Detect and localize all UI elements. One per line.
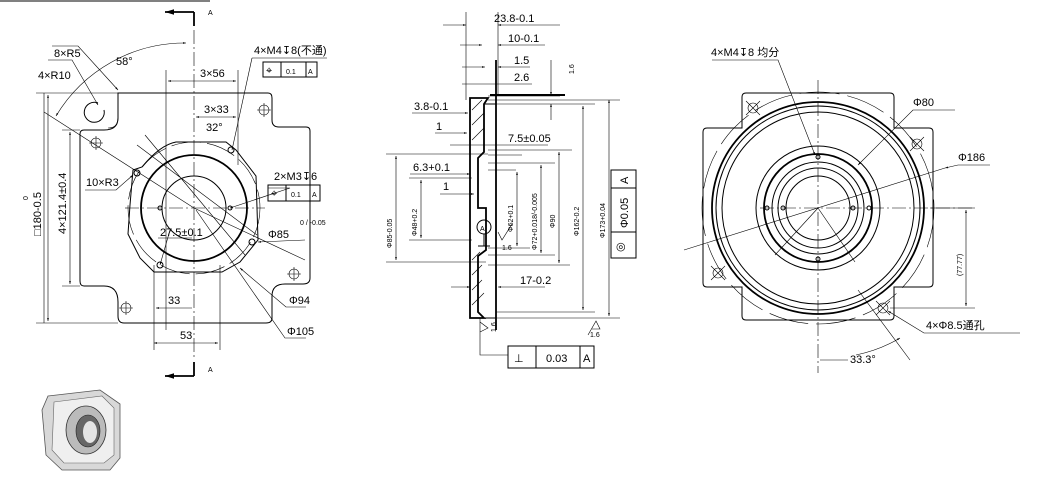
m4-hole-label: 4×M4↧8 均分 bbox=[711, 46, 779, 59]
roughness-2: 1.6 bbox=[491, 322, 498, 332]
dim53-label: 53 bbox=[180, 330, 192, 342]
d38-label: 3.8-0.1 bbox=[414, 101, 448, 113]
datum-a-marker: A bbox=[476, 219, 492, 247]
angle58-label: 58° bbox=[116, 56, 133, 68]
datum-ref: A bbox=[312, 192, 317, 199]
perpendicularity-symbol: ⊥ bbox=[514, 353, 524, 365]
dia48-label: Φ48+0.2 bbox=[412, 209, 419, 236]
d26-label: 2.6 bbox=[514, 72, 529, 84]
angle32-label: 32° bbox=[206, 122, 223, 134]
perpendicularity-tolerance-frame: ⊥ 0.03 A bbox=[507, 345, 595, 369]
datum-ref: A bbox=[583, 353, 591, 365]
section-view: 23.8-0.1 10-0.1 1.5 1.6 2.6 3.8-0.1 1 7.… bbox=[386, 12, 637, 369]
isometric-thumbnail bbox=[41, 389, 121, 471]
dia72-label: Φ72+0.018/-0.005 bbox=[532, 193, 539, 250]
d75-label: 7.5±0.05 bbox=[508, 133, 551, 145]
tolerance-value: Φ0.05 bbox=[619, 198, 631, 228]
d16-label: 1.6 bbox=[569, 64, 576, 74]
dim27-label: 27.5±0.1 bbox=[160, 227, 203, 239]
section-marker-bottom: A bbox=[208, 367, 213, 374]
dia105-label: Φ105 bbox=[287, 326, 314, 338]
surface-roughness-symbols bbox=[479, 223, 601, 336]
m4-hole-label: 4×M4↧8(不通) bbox=[254, 44, 326, 57]
r5-label: 8×R5 bbox=[54, 48, 81, 60]
datum-ref: A bbox=[308, 69, 313, 76]
tolerance-value: 0.03 bbox=[546, 353, 567, 365]
dim7777-label: (77.77) bbox=[957, 254, 964, 276]
position-symbol: ⌖ bbox=[271, 188, 277, 200]
dia186-label: Φ186 bbox=[958, 152, 985, 164]
through-hole-marks bbox=[710, 100, 925, 316]
d238-label: 23.8-0.1 bbox=[494, 13, 534, 25]
datum-ref: A bbox=[619, 176, 631, 184]
dia80-label: Φ80 bbox=[913, 97, 934, 109]
pitch121-label: 4×121.4±0.4 bbox=[57, 173, 69, 234]
square-upper-tol: 0 bbox=[23, 196, 30, 200]
concentricity-symbol: ◎ bbox=[616, 241, 626, 253]
dia94-label: Φ94 bbox=[289, 295, 310, 307]
concentricity-tolerance-frame: ◎ Φ0.05 A bbox=[610, 169, 637, 259]
pitch56-label: 3×56 bbox=[200, 68, 225, 80]
dia162-label: Φ162-0.2 bbox=[574, 207, 581, 236]
tolerance-value: 0.1 bbox=[286, 69, 296, 76]
roughness-3: 1.6 bbox=[590, 332, 600, 339]
d15-label: 1.5 bbox=[514, 55, 529, 67]
dim33-label: 33 bbox=[168, 295, 180, 307]
back-view: 4×M4↧8 均分 Φ80 Φ186 (77.77) 4×Φ8.5通孔 33.3… bbox=[683, 46, 1020, 373]
d17-label: 17-0.2 bbox=[520, 275, 551, 287]
m3-hole-label: 2×M3↧6 bbox=[274, 171, 317, 183]
dia62-label: Φ62+0.1 bbox=[508, 205, 515, 232]
pitch33-label: 3×33 bbox=[204, 104, 229, 116]
dia173-label: Φ173+0.04 bbox=[600, 203, 607, 238]
angle-label: 33.3° bbox=[850, 354, 876, 366]
square-label: □180-0.5 bbox=[32, 192, 44, 236]
front-view: A A bbox=[23, 10, 327, 376]
dia85-label: Φ85 bbox=[268, 229, 289, 241]
r10-label: 4×R10 bbox=[38, 70, 71, 82]
dia85-tol: 0 / -0.05 bbox=[300, 220, 326, 227]
dia90-label: Φ90 bbox=[550, 215, 557, 228]
dia85-label: Φ85-0.05 bbox=[387, 219, 394, 248]
through-hole-label: 4×Φ8.5通孔 bbox=[926, 319, 985, 332]
m4-position-tolerance-frame: ⌖ 0.1 A bbox=[262, 61, 318, 78]
r3-label: 10×R3 bbox=[86, 177, 119, 189]
section-marker-top: A bbox=[208, 10, 213, 17]
d1a-label: 1 bbox=[436, 121, 442, 133]
d63-label: 6.3+0.1 bbox=[413, 162, 450, 174]
d1b-label: 1 bbox=[443, 181, 449, 193]
d10-label: 10-0.1 bbox=[508, 33, 539, 45]
svg-text:A: A bbox=[480, 226, 485, 233]
tolerance-value: 0.1 bbox=[291, 192, 301, 199]
position-symbol: ⌖ bbox=[266, 65, 272, 77]
roughness-1: 1.6 bbox=[502, 245, 512, 252]
mounting-hole-marks bbox=[89, 103, 301, 315]
m3-position-tolerance-frame: ⌖ 0.1 A bbox=[267, 184, 321, 202]
